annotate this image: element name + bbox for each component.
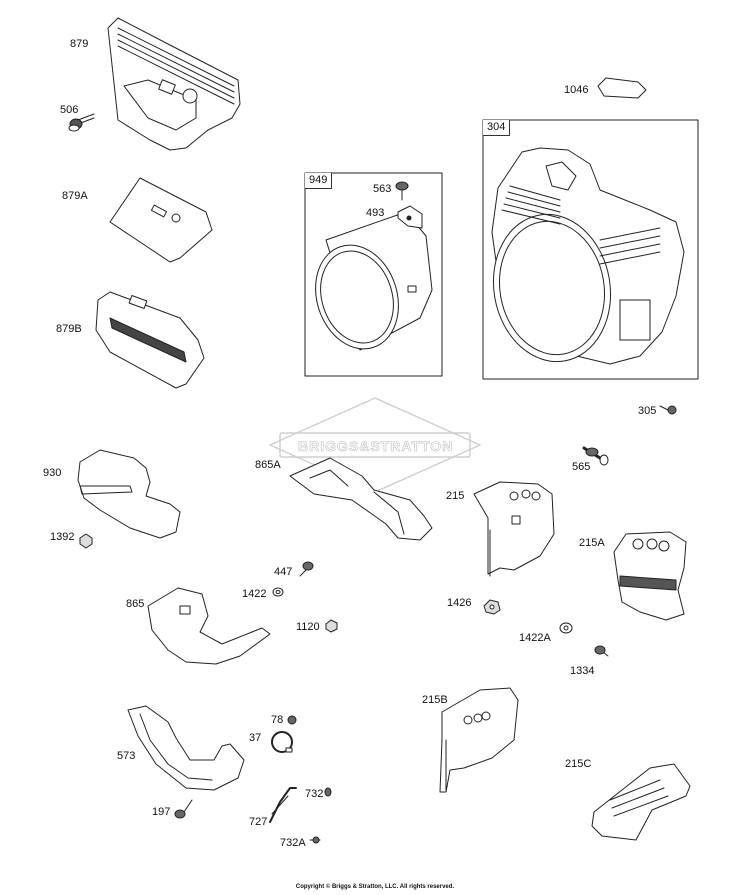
filter-drum-icon [303,212,432,360]
kit-box-949 [305,173,442,376]
part-label-1422: 1422 [242,588,267,600]
clamp-icon [272,732,292,752]
slotted-guard-icon [96,292,204,388]
washer-icon [560,623,572,633]
flange-bolt-icon [175,800,192,818]
nut-icon [326,620,337,632]
baffle-icon [78,450,180,538]
part-label-879: 879 [70,38,89,50]
part-label-78: 78 [271,714,284,726]
copyright-notice: Copyright © Briggs & Stratton, LLC. All … [295,884,455,890]
kit-label-949: 949 [305,173,333,189]
clip-icon [398,206,422,228]
part-label-732: 732 [305,788,324,800]
part-label-865a: 865A [255,459,281,471]
washer-icon [273,588,283,596]
part-label-563: 563 [373,183,392,195]
screw-icon [288,716,296,724]
screw-icon [310,837,320,843]
nut-icon [80,534,92,548]
cover-icon [614,532,686,620]
kit-box-304 [483,120,698,379]
screw-icon [660,406,676,414]
flange-bolt-icon [69,114,94,131]
cover-icon [592,764,690,840]
grille-shroud-icon [108,18,240,150]
screw-icon [300,562,313,576]
part-label-573: 573 [117,750,136,762]
shroud-icon [148,588,270,664]
part-label-215c: 215C [565,758,592,770]
part-label-305: 305 [638,405,657,417]
part-label-565: 565 [572,461,591,473]
part-label-1392: 1392 [50,531,75,543]
wire-bracket-icon [270,788,296,822]
part-label-1120: 1120 [296,621,320,633]
shroud-icon [290,458,432,540]
part-label-37: 37 [249,732,262,744]
flat-plate-icon [110,178,212,262]
nut-icon [484,600,500,614]
screw-icon [325,788,331,796]
screw-icon [595,646,608,656]
part-label-930: 930 [43,467,62,479]
stud-icon [584,448,608,465]
blower-housing-icon [482,148,684,371]
small-pad-icon [598,78,646,98]
part-label-1426: 1426 [447,597,472,609]
part-label-865: 865 [126,598,145,610]
part-label-879b: 879B [56,323,82,335]
screw-icon [396,182,408,200]
guard-icon [128,706,244,790]
part-label-727: 727 [249,816,268,828]
bracket-icon [440,688,518,792]
part-label-1422a: 1422A [519,632,551,644]
part-label-879a: 879A [62,190,88,202]
part-label-493: 493 [366,207,385,219]
part-label-1334: 1334 [570,665,595,677]
part-label-197: 197 [152,806,171,818]
part-label-215b: 215B [422,694,448,706]
part-label-732a: 732A [280,837,306,849]
part-label-447: 447 [274,566,293,578]
part-label-215a: 215A [579,537,605,549]
bracket-icon [474,482,554,576]
part-label-506: 506 [60,104,79,116]
part-label-1046: 1046 [564,84,589,96]
part-label-215: 215 [446,490,465,502]
kit-label-304: 304 [483,120,511,136]
brand-watermark: BRIGGS&STRATTON [298,438,454,455]
